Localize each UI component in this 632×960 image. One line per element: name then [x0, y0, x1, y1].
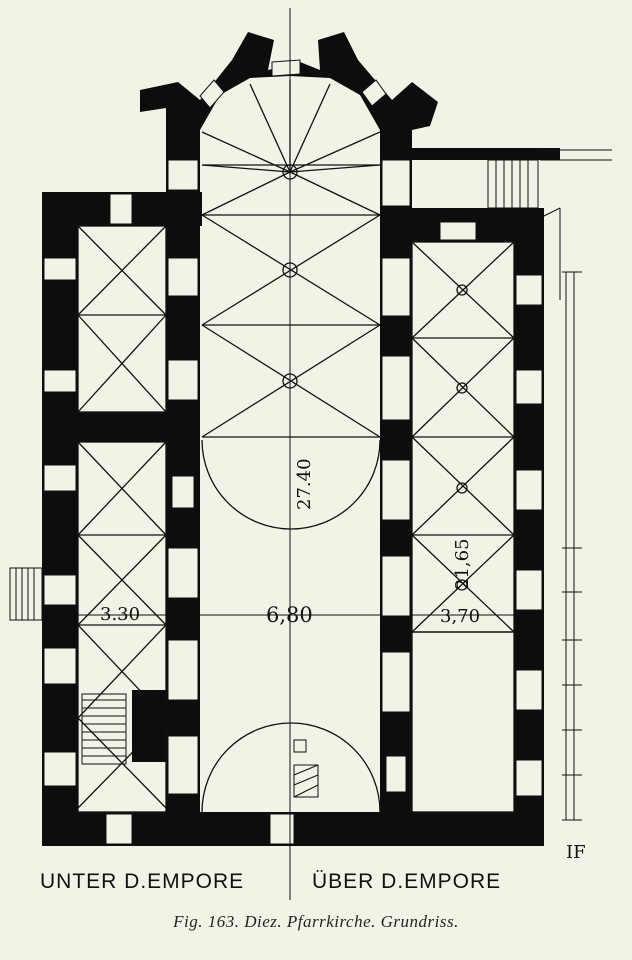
window-openings	[43, 59, 543, 845]
dimension-nave-length: 27.40	[294, 458, 315, 510]
stair-treads	[81, 693, 127, 765]
dimension-nave-width: 6,80	[266, 603, 313, 627]
label-uber-empore: ÜBER D.EMPORE	[312, 870, 501, 893]
scale-bar	[562, 271, 582, 821]
dimension-left-aisle: 3.30	[100, 604, 140, 625]
signature-mark: IF	[566, 842, 586, 863]
dimension-right-aisle: 3,70	[440, 606, 480, 627]
label-unter-empore: UNTER D.EMPORE	[40, 870, 244, 893]
dimension-aisle-length: 21,65	[452, 538, 473, 590]
figure-caption: Fig. 163. Diez. Pfarrkirche. Grundriss.	[173, 912, 459, 931]
external-steps	[9, 149, 612, 621]
